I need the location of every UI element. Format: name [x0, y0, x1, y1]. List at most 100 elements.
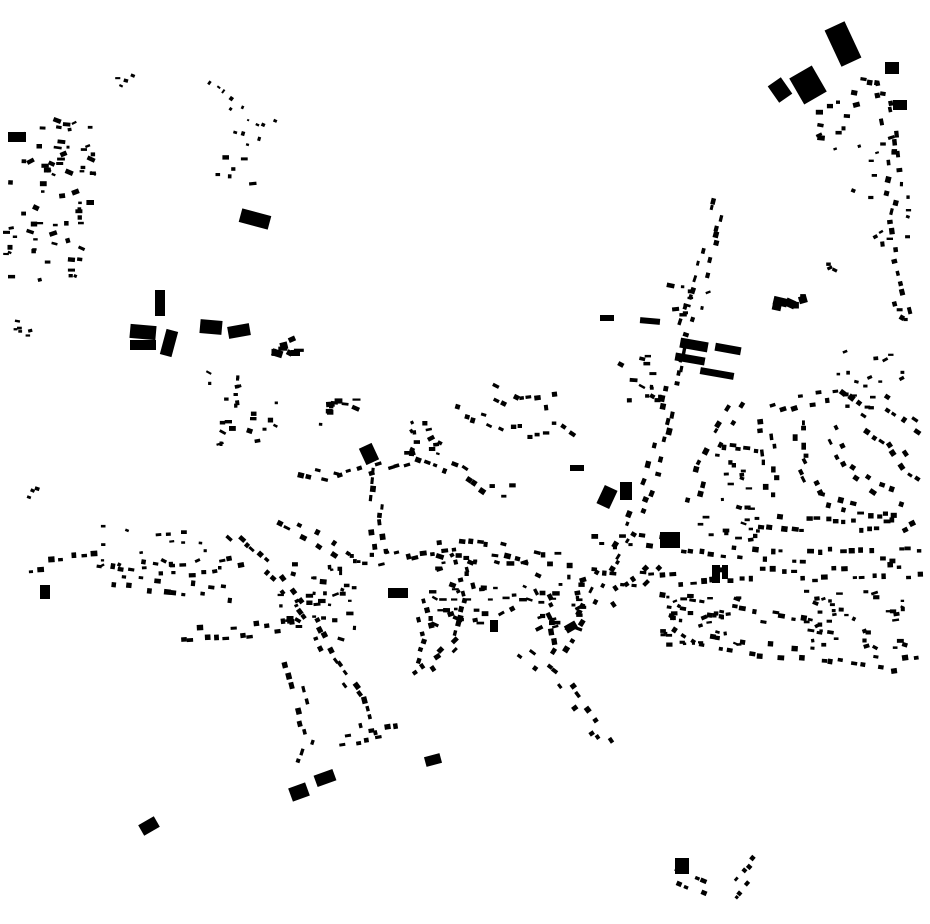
- building: [899, 547, 905, 551]
- building: [852, 474, 860, 482]
- building: [466, 559, 475, 566]
- building: [719, 567, 725, 573]
- building: [285, 672, 293, 680]
- building: [65, 237, 71, 244]
- building: [670, 616, 676, 621]
- building: [722, 565, 728, 579]
- building: [870, 590, 879, 596]
- building: [7, 250, 12, 255]
- building: [285, 619, 289, 622]
- building: [59, 150, 68, 158]
- building: [638, 356, 646, 362]
- building: [649, 372, 657, 376]
- building: [159, 328, 179, 358]
- building: [893, 246, 899, 253]
- building: [791, 645, 798, 652]
- building: [833, 147, 838, 151]
- building: [906, 575, 912, 580]
- building: [720, 497, 724, 502]
- building: [689, 316, 696, 323]
- building: [218, 558, 226, 563]
- building: [419, 631, 425, 637]
- building: [682, 311, 688, 315]
- building: [827, 546, 833, 552]
- building: [299, 748, 305, 756]
- building: [64, 168, 74, 176]
- building: [286, 616, 294, 621]
- building: [246, 118, 250, 122]
- building: [840, 549, 847, 554]
- building: [489, 484, 495, 488]
- building: [330, 550, 339, 559]
- building: [642, 579, 650, 587]
- building: [826, 619, 832, 623]
- building: [295, 707, 303, 715]
- building: [519, 396, 525, 401]
- building: [8, 180, 13, 185]
- building: [777, 612, 786, 619]
- building: [233, 393, 238, 396]
- building: [269, 574, 277, 582]
- building: [812, 578, 818, 583]
- building: [680, 285, 685, 289]
- building: [341, 402, 349, 406]
- building: [767, 641, 774, 647]
- building: [891, 138, 898, 146]
- building: [231, 167, 236, 171]
- building: [527, 434, 533, 439]
- building: [267, 417, 274, 423]
- building: [229, 426, 236, 431]
- building: [731, 545, 737, 551]
- building: [662, 385, 669, 392]
- building: [329, 404, 334, 409]
- building: [549, 617, 557, 622]
- building: [906, 306, 913, 315]
- building: [276, 519, 284, 527]
- building: [225, 555, 233, 562]
- building: [435, 452, 440, 456]
- building: [776, 513, 784, 520]
- building: [900, 607, 905, 612]
- building: [403, 462, 411, 468]
- building: [463, 598, 472, 601]
- building: [682, 642, 687, 646]
- building: [392, 723, 399, 730]
- building: [601, 570, 607, 576]
- building: [568, 430, 577, 438]
- building: [687, 611, 694, 616]
- building: [898, 375, 905, 382]
- building: [248, 545, 255, 553]
- building: [551, 421, 557, 425]
- building: [574, 590, 581, 596]
- building: [890, 667, 898, 674]
- building: [222, 636, 230, 641]
- building: [299, 533, 308, 542]
- building: [877, 664, 884, 670]
- building: [803, 453, 809, 458]
- building: [39, 181, 47, 187]
- building: [240, 157, 248, 161]
- building: [625, 510, 633, 519]
- building: [699, 548, 705, 555]
- building: [840, 507, 847, 513]
- building: [671, 306, 680, 312]
- building: [628, 543, 633, 547]
- building: [238, 208, 272, 230]
- building: [748, 527, 753, 531]
- building: [877, 514, 883, 519]
- building: [408, 452, 415, 457]
- building: [7, 244, 13, 250]
- building: [738, 401, 746, 409]
- building: [493, 559, 501, 565]
- building: [747, 537, 754, 542]
- building: [842, 392, 849, 397]
- building: [425, 427, 433, 432]
- building: [678, 582, 684, 587]
- building: [907, 472, 913, 478]
- building: [679, 313, 687, 317]
- building: [451, 588, 459, 591]
- building: [230, 626, 237, 630]
- building: [729, 442, 737, 448]
- building: [841, 566, 848, 572]
- building: [878, 229, 884, 235]
